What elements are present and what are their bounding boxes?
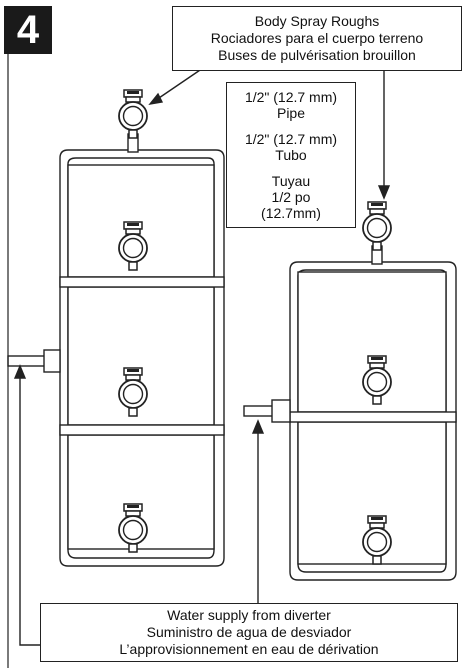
pipe-size-callout: 1/2" (12.7 mm) Pipe 1/2" (12.7 mm) Tubo … <box>226 82 356 228</box>
left-supply-pipe <box>7 349 61 373</box>
pipe-label-es: Tubo <box>275 147 307 163</box>
callout-line-es: Rociadores para el cuerpo terreno <box>210 30 424 46</box>
water-supply-callout: Water supply from diverter Suministro de… <box>40 603 458 662</box>
supply-line-fr: L’approvisionnement en eau de dérivation <box>119 641 379 657</box>
left-pipe-frame <box>59 149 225 567</box>
right-supply-pipe <box>243 399 291 423</box>
pipe-label-fr: Tuyau <box>271 173 311 189</box>
pipe-label-en: Pipe <box>276 105 306 121</box>
callout-line-en: Body Spray Roughs <box>254 13 380 29</box>
body-spray-roughs-callout: Body Spray Roughs Rociadores para el cue… <box>172 6 462 71</box>
supply-line-en: Water supply from diverter <box>167 607 331 623</box>
supply-line-es: Suministro de agua de desviador <box>146 624 352 640</box>
pipe-size-fr: 1/2 po <box>271 189 311 205</box>
body-spray-rough-icon <box>362 201 392 251</box>
step-number-badge: 4 <box>4 6 52 54</box>
leader-arrows <box>13 65 391 646</box>
pipe-size-en: 1/2" (12.7 mm) <box>244 89 338 105</box>
pipe-size-es: 1/2" (12.7 mm) <box>244 131 338 147</box>
callout-line-fr: Buses de pulvérisation brouillon <box>218 47 416 63</box>
body-spray-rough-icon <box>118 89 148 139</box>
pipe-size-fr-mm: (12.7mm) <box>261 205 321 221</box>
